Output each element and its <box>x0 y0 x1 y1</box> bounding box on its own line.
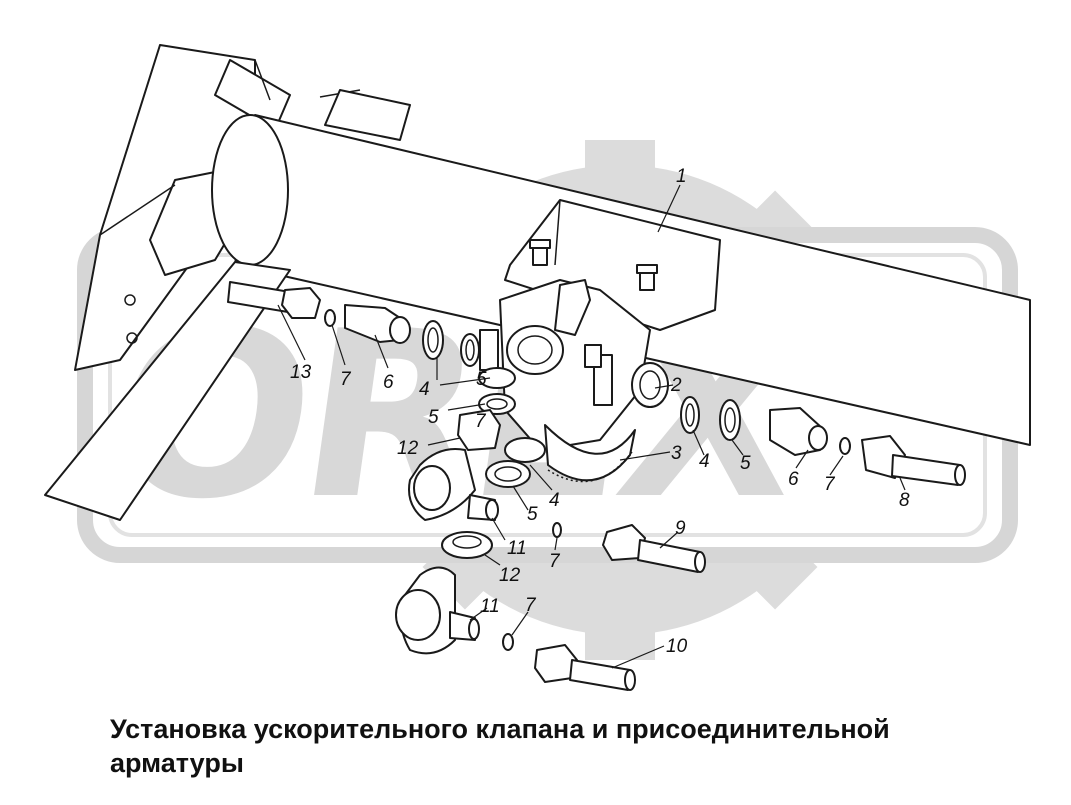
callout-label: 6 <box>383 372 394 393</box>
callout-label: 4 <box>699 451 710 472</box>
mounting-bracket <box>504 199 721 331</box>
frame-flange <box>44 261 291 521</box>
frame-bracket <box>74 44 291 371</box>
exploded-assembly-diagram: OREX <box>44 44 1031 691</box>
callout-label: 7 <box>824 474 836 495</box>
callout-label: 13 <box>290 362 312 383</box>
callout-label: 7 <box>475 411 487 432</box>
relay-valve <box>479 279 669 483</box>
callouts: 1 2 3 4 4 4 5 5 5 5 6 6 7 7 7 7 7 8 9 10… <box>290 166 910 657</box>
sealing-rings <box>422 320 741 488</box>
callout-label: 5 <box>476 369 487 390</box>
figure-caption: Установка ускорительного клапана и присо… <box>110 714 890 778</box>
callout-label: 10 <box>666 636 688 657</box>
leader-lines <box>277 184 906 669</box>
fittings <box>227 281 966 691</box>
callout-label: 11 <box>507 538 527 559</box>
callout-label: 9 <box>675 518 686 539</box>
callout-label: 7 <box>525 595 537 616</box>
callout-label: 12 <box>397 438 419 459</box>
callout-label: 5 <box>428 407 439 428</box>
callout-label: 11 <box>480 596 500 617</box>
callout-label: 7 <box>340 369 352 390</box>
callout-label: 12 <box>499 565 521 586</box>
callout-label: 4 <box>549 490 560 511</box>
callout-label: 4 <box>419 379 430 400</box>
callout-label: 3 <box>671 443 682 464</box>
callout-label: 1 <box>676 166 687 187</box>
callout-label: 6 <box>788 469 799 490</box>
callout-label: 7 <box>549 551 561 572</box>
callout-label: 2 <box>670 375 682 396</box>
callout-label: 5 <box>527 504 538 525</box>
callout-label: 8 <box>899 490 910 511</box>
callout-label: 5 <box>740 453 751 474</box>
